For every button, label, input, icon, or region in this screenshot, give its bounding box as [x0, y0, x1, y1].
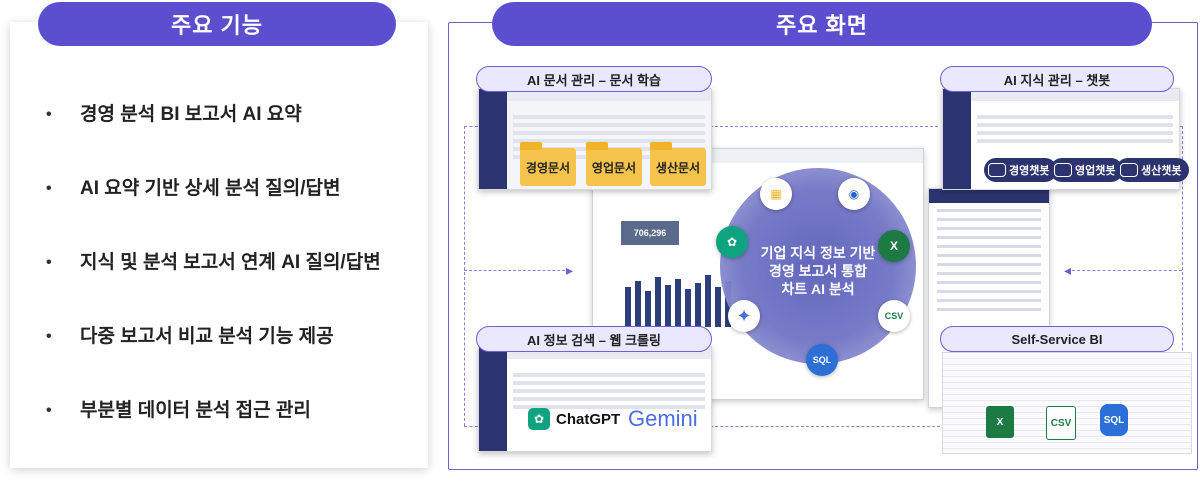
- sql-file-icon: SQL: [1100, 404, 1128, 436]
- features-panel: 경영 분석 BI 보고서 AI 요약 AI 요약 기반 상세 분석 질의/답변 …: [10, 22, 428, 468]
- feature-item: 부분별 데이터 분석 접근 관리: [40, 400, 381, 474]
- connector-top-left: [464, 126, 478, 127]
- bot-icon: [1120, 163, 1138, 177]
- gemini-logo: Gemini: [628, 406, 698, 431]
- center-line: 차트 AI 분석: [781, 281, 855, 297]
- center-line: 기업 지식 정보 기반: [760, 245, 876, 261]
- chatbot-production: 생산챗봇: [1116, 158, 1190, 182]
- connector-mid-right: [1072, 270, 1182, 271]
- connector-top-center: [710, 126, 938, 127]
- chatbot-label: 경영챗봇: [1009, 165, 1050, 177]
- feature-item: 경영 분석 BI 보고서 AI 요약: [40, 104, 381, 178]
- feature-item: 지식 및 분석 보고서 연계 AI 질의/답변: [40, 252, 381, 326]
- kpi-value: 706,296: [621, 221, 679, 245]
- bot-icon: [988, 163, 1006, 177]
- feature-list: 경영 분석 BI 보고서 AI 요약 AI 요약 기반 상세 분석 질의/답변 …: [40, 104, 381, 474]
- gemini-star-icon: ✦: [728, 300, 760, 332]
- folder-sales: 영업문서: [586, 142, 642, 186]
- arrow-right-icon: ▸: [566, 262, 574, 278]
- excel-icon: X: [878, 230, 910, 262]
- screens-title: 주요 화면: [492, 2, 1152, 46]
- center-caption: 기업 지식 정보 기반 경영 보고서 통합 차트 AI 분석: [724, 244, 912, 298]
- chatgpt-label: ChatGPT: [556, 410, 621, 428]
- center-line: 경영 보고서 통합: [769, 263, 867, 279]
- chatbot-label: 생산챗봇: [1141, 165, 1182, 177]
- arrow-left-icon: ◂: [1064, 262, 1072, 278]
- center-circle: [720, 168, 916, 364]
- csv-icon: CSV: [878, 300, 910, 332]
- feature-item: 다중 보고서 비교 분석 기능 제공: [40, 326, 381, 400]
- csv-file-icon: CSV: [1046, 406, 1076, 440]
- doc-management-label: AI 문서 관리 – 문서 학습: [476, 66, 712, 92]
- connector-bottom-right: [690, 426, 940, 427]
- sql-icon: SQL: [806, 344, 838, 376]
- chatbot-business: 경영챗봇: [984, 158, 1058, 182]
- connector-left: [464, 126, 465, 426]
- search-label: AI 정보 검색 – 웹 크롤링: [476, 326, 712, 352]
- connector-right: [1182, 126, 1183, 426]
- connector-bottom-left: [464, 426, 478, 427]
- features-title: 주요 기능: [38, 2, 396, 46]
- bot-icon: [1054, 163, 1072, 177]
- chatgpt-icon: ✿: [528, 408, 550, 430]
- feature-item: AI 요약 기반 상세 분석 질의/답변: [40, 178, 381, 252]
- folder-production: 생산문서: [650, 142, 706, 186]
- bi-label: Self-Service BI: [940, 326, 1174, 352]
- robot-icon: ◉: [838, 178, 870, 210]
- chatgpt-icon: ✿: [716, 226, 748, 258]
- connector-mid-left: [464, 270, 570, 271]
- folder-icon: ▦: [760, 178, 792, 210]
- excel-file-icon: X: [986, 406, 1014, 438]
- knowledge-label: AI 지식 관리 – 챗봇: [940, 66, 1174, 92]
- folder-business: 경영문서: [520, 142, 576, 186]
- search-screenshot: [478, 346, 712, 452]
- chatbot-sales: 영업챗봇: [1050, 158, 1124, 182]
- chatgpt-logo: ✿ ChatGPT: [528, 408, 620, 430]
- chatbot-label: 영업챗봇: [1075, 165, 1116, 177]
